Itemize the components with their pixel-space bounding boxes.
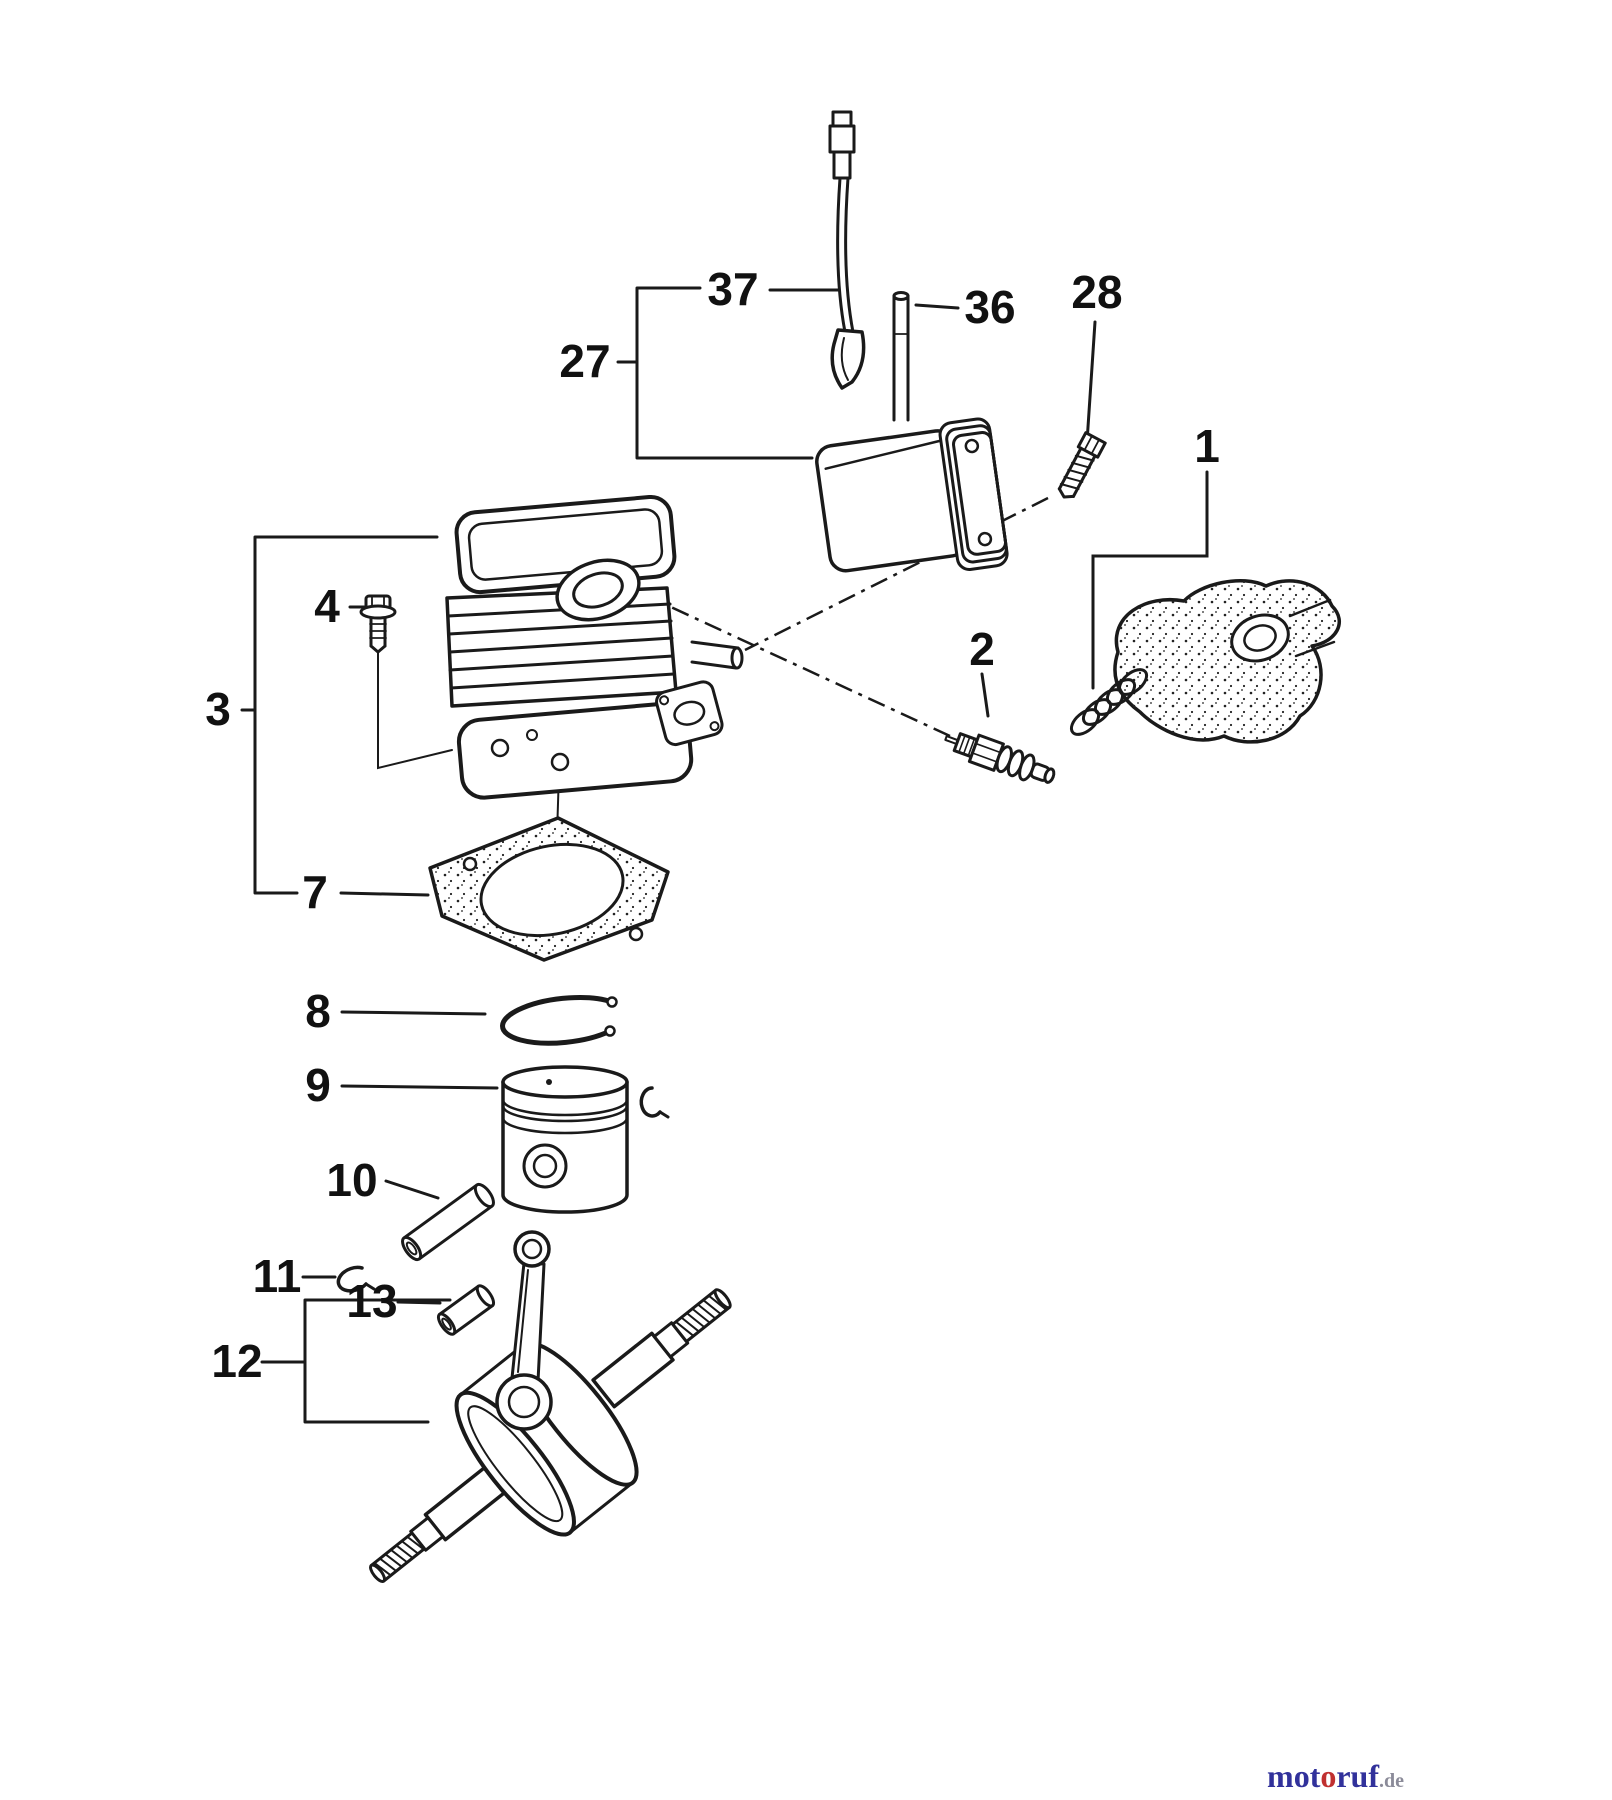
leader-28 xyxy=(1085,320,1097,444)
air-cleaner-spring xyxy=(1069,668,1149,736)
pin-clip xyxy=(336,1265,376,1293)
coil-screw xyxy=(1057,431,1107,499)
crankshaft xyxy=(369,1230,732,1583)
leader-10 xyxy=(384,1179,440,1200)
piston-ring xyxy=(500,995,618,1046)
callout-27: 27 xyxy=(559,335,610,387)
callout-13: 13 xyxy=(346,1275,397,1327)
callout-labels: 37 27 36 28 1 2 3 4 7 8 9 10 11 13 12 xyxy=(205,263,1220,1387)
callout-8: 8 xyxy=(305,985,331,1037)
callout-2: 2 xyxy=(969,623,995,675)
spark-plug-lead xyxy=(828,110,866,390)
cylinder-part xyxy=(445,494,744,800)
callout-12: 12 xyxy=(211,1335,262,1387)
spark-plug xyxy=(944,732,1056,784)
cylinder-gasket xyxy=(428,816,670,962)
coil-terminal-pin xyxy=(892,291,910,422)
callout-9: 9 xyxy=(305,1059,331,1111)
callout-37: 37 xyxy=(707,263,758,315)
piston-pin xyxy=(401,1182,495,1262)
axis-4 xyxy=(377,651,453,770)
callout-11: 11 xyxy=(253,1250,302,1302)
callout-3: 3 xyxy=(205,683,231,735)
callout-36: 36 xyxy=(964,281,1015,333)
bracket-12 xyxy=(260,1298,452,1424)
callout-4: 4 xyxy=(314,580,340,632)
rod-bushing xyxy=(436,1284,496,1336)
callout-10: 10 xyxy=(326,1154,377,1206)
connecting-rod xyxy=(495,1230,553,1431)
watermark-logo: motoruf.de xyxy=(1267,1758,1404,1794)
bracket-3 xyxy=(240,535,439,895)
air-cleaner-element xyxy=(1113,578,1342,744)
leader-1 xyxy=(1091,470,1209,690)
leader-36 xyxy=(914,303,960,310)
ignition-coil xyxy=(815,417,1009,573)
callout-7: 7 xyxy=(302,866,328,918)
callout-1: 1 xyxy=(1194,420,1220,472)
assembly-axis-lines xyxy=(659,496,1049,738)
leader-13 xyxy=(396,1300,442,1305)
leader-2 xyxy=(980,672,990,718)
leader-8 xyxy=(340,1010,487,1016)
leader-9 xyxy=(340,1084,499,1090)
piston xyxy=(501,1065,629,1214)
bracket-27 xyxy=(616,286,814,460)
callout-28: 28 xyxy=(1071,266,1122,318)
head-screw xyxy=(359,594,397,654)
piston-pin-clip-right xyxy=(639,1086,670,1119)
leader-7 xyxy=(339,891,430,897)
